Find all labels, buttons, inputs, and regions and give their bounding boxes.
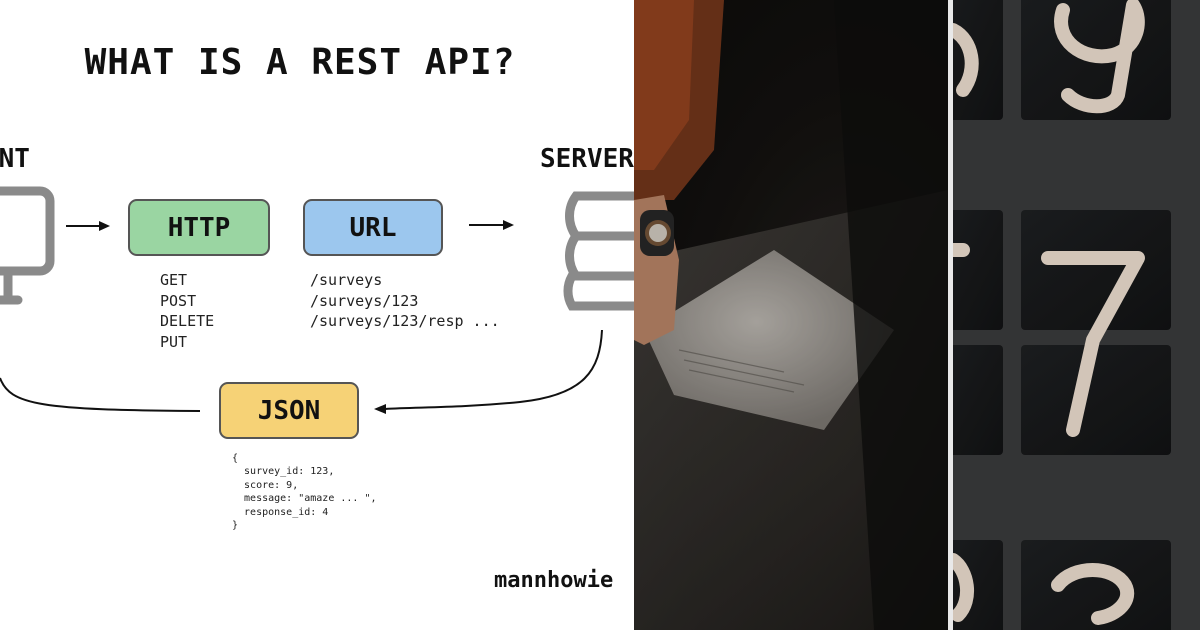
url-item: /surveys bbox=[310, 271, 383, 289]
panel-divider bbox=[948, 0, 953, 630]
http-methods-list: GET POST DELETE PUT bbox=[160, 270, 214, 352]
brand-signature: mannhowie bbox=[494, 568, 614, 593]
url-label: URL bbox=[349, 212, 397, 243]
diagram-lines bbox=[0, 186, 634, 414]
server-label: SERVER bbox=[540, 144, 634, 174]
arrow-url-to-server bbox=[469, 220, 514, 230]
digit-nine bbox=[1054, 0, 1145, 114]
json-line: response_id: 4 bbox=[232, 506, 329, 518]
url-item: /surveys/123/resp ... bbox=[310, 312, 500, 330]
json-code-block: { survey_id: 123, score: 9, message: "am… bbox=[232, 452, 377, 532]
http-label: HTTP bbox=[167, 212, 231, 243]
json-line: message: "amaze ... ", bbox=[232, 493, 377, 505]
diagram-title: WHAT IS A REST API? bbox=[84, 42, 516, 83]
method-item: PUT bbox=[160, 332, 188, 351]
json-line: } bbox=[232, 520, 239, 532]
digit-three bbox=[1051, 563, 1134, 625]
http-box: HTTP bbox=[128, 199, 270, 256]
desk-photo-art bbox=[634, 0, 948, 630]
json-label: JSON bbox=[257, 395, 321, 426]
json-line: survey_id: 123, bbox=[232, 466, 335, 478]
rest-api-diagram: WHAT IS A REST API? CLIENT SERVER HTTP U… bbox=[0, 42, 634, 593]
json-line: { bbox=[232, 453, 239, 464]
server-stack-icon bbox=[563, 191, 634, 311]
url-item: /surveys/123 bbox=[310, 291, 419, 310]
numbers-photo-art bbox=[953, 0, 1200, 630]
numbers-photo bbox=[953, 0, 1200, 630]
client-label: CLIENT bbox=[0, 144, 30, 174]
arrow-client-to-http bbox=[66, 221, 110, 231]
arrow-server-to-json bbox=[374, 329, 603, 414]
line-json-to-client bbox=[0, 377, 201, 412]
url-box: URL bbox=[303, 199, 443, 256]
method-item: GET bbox=[160, 271, 188, 289]
json-box: JSON bbox=[219, 382, 359, 439]
desk-photo bbox=[634, 0, 948, 630]
digit-seven bbox=[1041, 251, 1145, 437]
method-item: DELETE bbox=[160, 312, 215, 330]
url-list: /surveys /surveys/123 /surveys/123/resp … bbox=[310, 270, 500, 332]
monitor-icon bbox=[0, 186, 55, 305]
method-item: POST bbox=[160, 291, 197, 310]
json-line: score: 9, bbox=[232, 479, 299, 491]
